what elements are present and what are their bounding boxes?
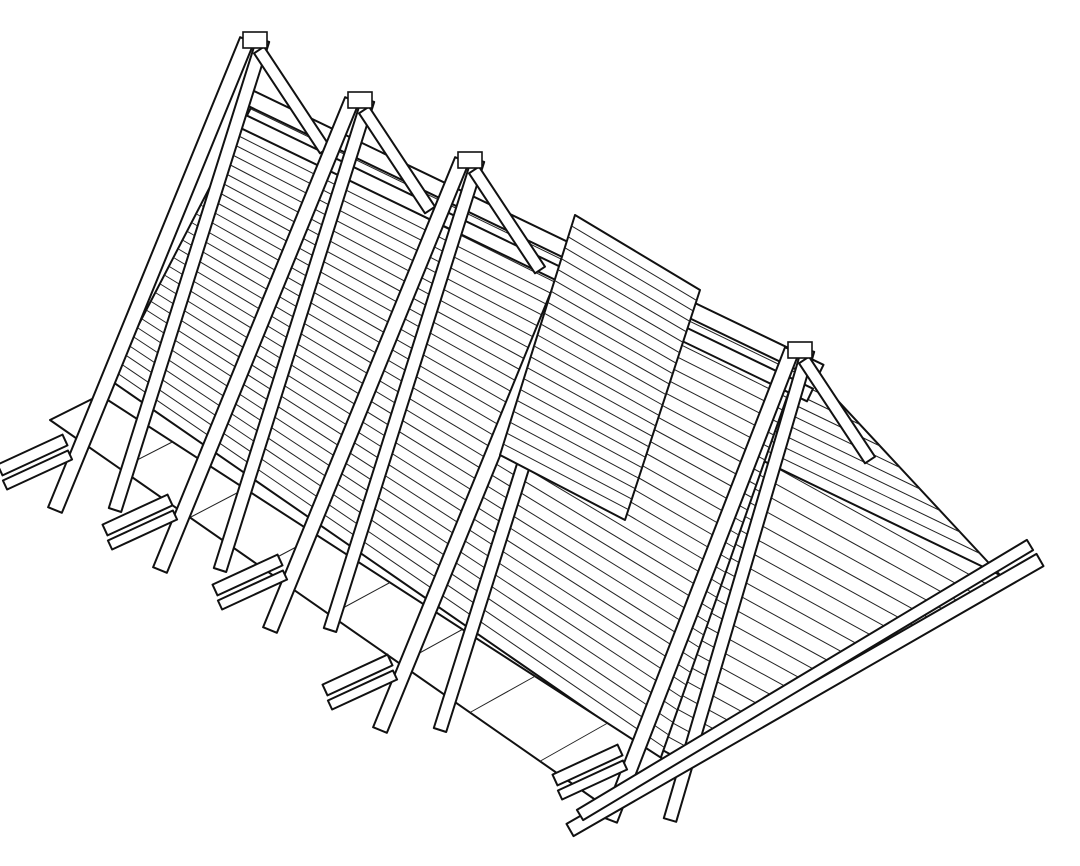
floor-joist-line [189, 488, 246, 518]
frame-apex-block [787, 341, 813, 359]
sill-bearer-lower [106, 509, 179, 551]
board-sheet-line [557, 269, 684, 343]
board-sheet-line [530, 356, 656, 427]
board-sheet-line [516, 400, 643, 469]
board-sheet-line [561, 258, 687, 333]
board-sheet-line [509, 421, 636, 490]
board-sheet-line [503, 443, 629, 510]
frame-brace [798, 355, 876, 465]
floor-joist-line [469, 675, 536, 713]
frame-brace [468, 165, 546, 275]
sill-bearer [101, 493, 174, 537]
board-sheet-line [571, 225, 697, 301]
sill-bearer-lower [1, 449, 74, 491]
board-sheet-line [523, 378, 650, 448]
board-sheet-line [533, 345, 660, 416]
base-sill-right-upper [575, 538, 1035, 822]
board-sheet-line [567, 236, 694, 312]
sill-bearer-lower [326, 669, 399, 711]
board-sheet-line [527, 367, 653, 437]
frame-apex-block [457, 151, 483, 169]
board-sheet-line [564, 247, 691, 322]
board-sheet-line [513, 410, 639, 479]
sill-bearer-lower [556, 759, 629, 801]
frame-apex-block [347, 91, 373, 109]
loose-board-sheet [499, 214, 701, 521]
near-panel-board-line [114, 370, 665, 748]
board-sheet-line [506, 432, 633, 500]
sill-bearer [211, 553, 284, 597]
sill-bearer [551, 743, 624, 787]
board-sheet-line [520, 389, 646, 458]
floor-joist-line [539, 722, 608, 762]
frame-apex-block [242, 31, 268, 49]
board-sheet-line [537, 334, 663, 406]
sill-bearer [0, 433, 69, 477]
board-sheet-line [550, 290, 677, 364]
sill-bearer [321, 653, 394, 697]
gable-board-line [727, 431, 981, 554]
board-sheet-line [544, 312, 670, 385]
board-sheet-line [554, 280, 680, 354]
board-sheet-line [547, 301, 673, 375]
base-sill-right [565, 552, 1045, 838]
board-sheet-line [540, 323, 667, 395]
sill-bearer-lower [216, 569, 289, 611]
